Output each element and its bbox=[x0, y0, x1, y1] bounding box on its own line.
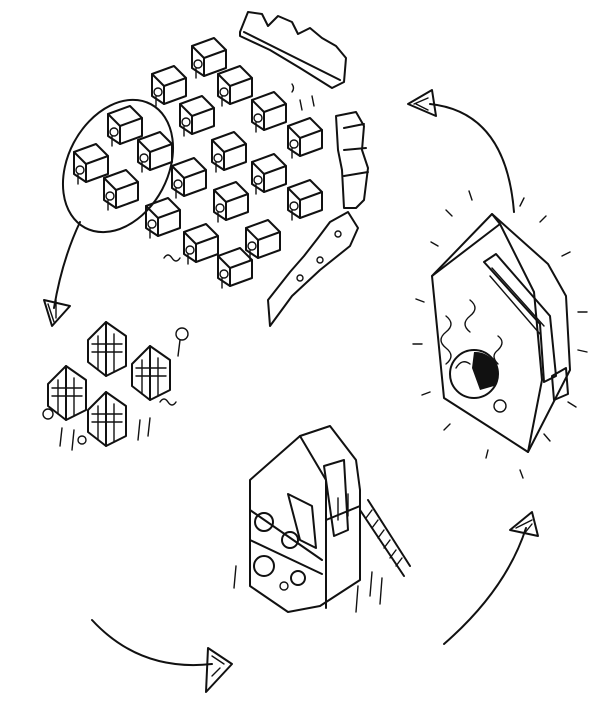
terrace-row-right bbox=[335, 111, 369, 209]
terrace-row-top bbox=[239, 11, 347, 89]
sun-block-node bbox=[412, 190, 588, 479]
house-cluster-node bbox=[42, 321, 189, 451]
edge-village-to-cluster bbox=[43, 221, 81, 327]
tall-house-node bbox=[233, 425, 411, 613]
terrace-row-bottom bbox=[267, 211, 359, 327]
edge-sunblock-to-village bbox=[407, 89, 515, 213]
edge-cluster-to-tallhouse bbox=[91, 619, 233, 693]
village-node bbox=[61, 11, 369, 327]
edge-tallhouse-to-sunblock bbox=[443, 511, 539, 645]
highlight-ellipse bbox=[61, 98, 175, 234]
